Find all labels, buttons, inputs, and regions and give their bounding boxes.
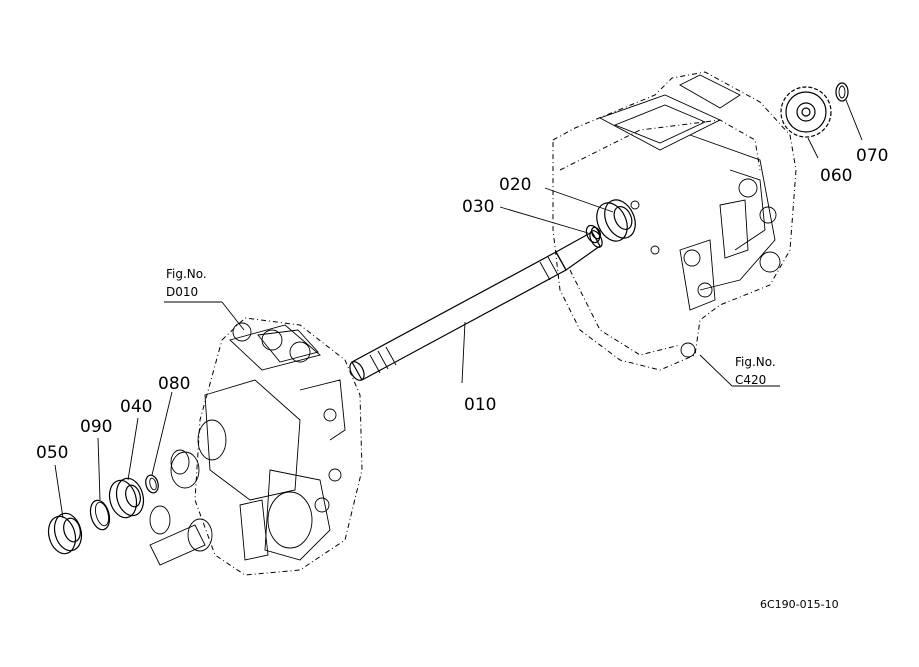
oil-seal-050 [47, 512, 83, 555]
callout-020: 020 [499, 175, 531, 195]
bearing-040 [108, 477, 145, 519]
bearing-020 [596, 199, 636, 242]
diagram-code: 6C190-015-10 [760, 598, 839, 611]
fig-ref-right-line1: Fig.No. [735, 355, 776, 369]
fig-ref-left-line2: D010 [166, 285, 198, 299]
circlip-080 [145, 474, 159, 494]
callout-030: 030 [462, 197, 494, 217]
shaft-010 [349, 230, 603, 381]
transmission-case-right [552, 71, 797, 371]
callout-050: 050 [36, 443, 68, 463]
callout-080: 080 [158, 374, 190, 394]
callout-010: 010 [464, 395, 496, 415]
callout-060: 060 [820, 166, 852, 186]
leader-lines [54, 99, 863, 519]
collar-030 [585, 224, 602, 244]
snap-ring-090 [89, 499, 111, 531]
fig-ref-left-line1: Fig.No. [166, 267, 207, 281]
callout-090: 090 [80, 417, 112, 437]
fig-ref-right-line2: C420 [735, 373, 766, 387]
gear-060 [780, 86, 832, 138]
callout-040: 040 [120, 397, 152, 417]
circlip-070 [835, 82, 849, 102]
transmission-case-left [149, 317, 363, 576]
callout-070: 070 [856, 146, 888, 166]
